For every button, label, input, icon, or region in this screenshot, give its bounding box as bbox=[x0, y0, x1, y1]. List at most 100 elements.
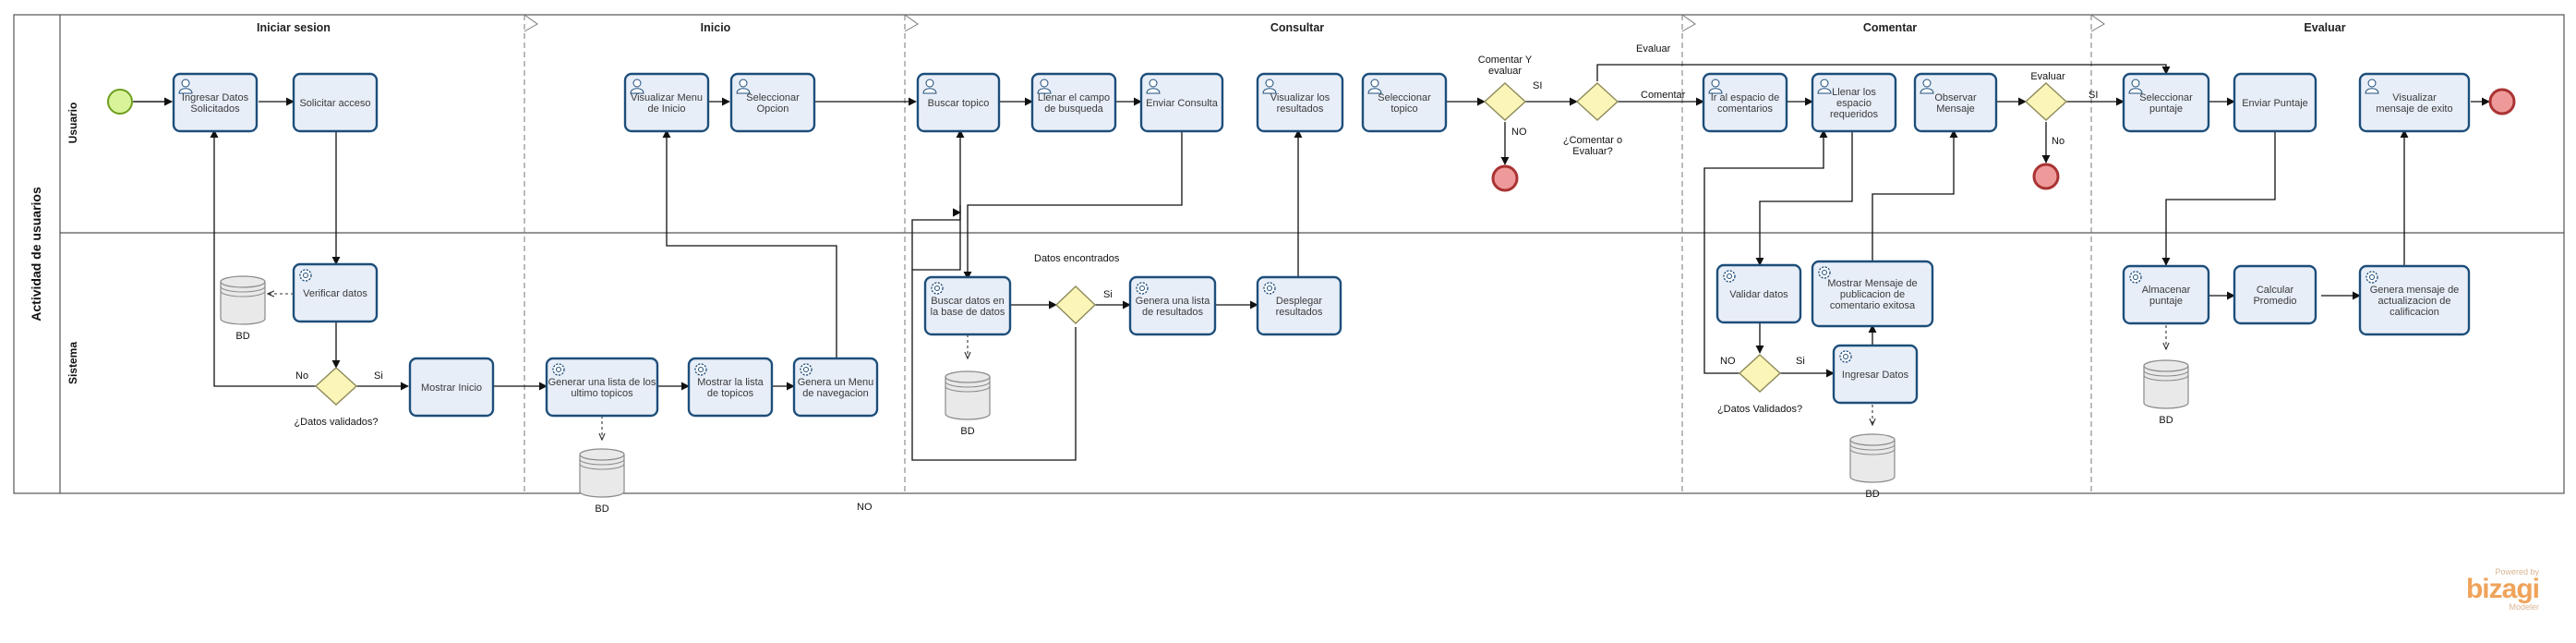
gateway-label: Evaluar? bbox=[1572, 146, 1612, 157]
task-buscar-topico[interactable]: Buscar topico bbox=[916, 72, 1001, 133]
task-label: Llenar los bbox=[1832, 87, 1876, 98]
task-label: Mostrar Mensaje de bbox=[1827, 278, 1917, 289]
service-task-icon bbox=[1723, 270, 1736, 283]
data-store: BD bbox=[2143, 359, 2189, 426]
task-label: publicacion de bbox=[1840, 289, 1905, 300]
task-label: Seleccionar bbox=[1378, 92, 1431, 103]
user-task-icon bbox=[2128, 79, 2143, 94]
user-task-icon bbox=[1262, 79, 1277, 94]
task-label: de Inicio bbox=[648, 103, 686, 115]
task-label: Enviar Puntaje bbox=[2242, 98, 2308, 109]
lane-sistema: Sistema bbox=[66, 342, 79, 384]
start-event[interactable] bbox=[107, 89, 133, 115]
phase-inicio: Inicio bbox=[701, 21, 731, 34]
task-mostrar-inicio[interactable]: Mostrar Inicio bbox=[408, 357, 495, 418]
end-event-comentar[interactable] bbox=[2032, 163, 2060, 190]
task-label: de resultados bbox=[1142, 307, 1204, 318]
user-task-icon bbox=[1037, 79, 1052, 94]
task-label: mensaje de exito bbox=[2376, 103, 2452, 115]
gateway-comentar-o-evaluar[interactable]: ¿Comentar o Evaluar? bbox=[1563, 82, 1622, 157]
data-store-label: BD bbox=[235, 331, 249, 342]
phase-consultar: Consultar bbox=[1270, 21, 1324, 34]
gateway-label: ¿Datos validados? bbox=[294, 417, 378, 428]
task-label: Mensaje bbox=[1936, 103, 1975, 115]
flow-label-si: Si bbox=[1796, 356, 1805, 367]
phase-evaluar: Evaluar bbox=[2304, 21, 2345, 34]
end-event-consultar[interactable] bbox=[1491, 164, 1519, 192]
task-validar-datos[interactable]: Validar datos bbox=[1715, 263, 1802, 324]
associations bbox=[268, 294, 2166, 440]
service-task-icon bbox=[1839, 350, 1852, 363]
flow-label-datos-encontrados: Datos encontrados bbox=[1034, 253, 1120, 264]
gateway-datos-encontrados[interactable] bbox=[1054, 285, 1097, 324]
data-store-label: BD bbox=[1865, 489, 1879, 500]
task-label: Seleccionar bbox=[746, 92, 800, 103]
gateway-datos-validados[interactable]: ¿Datos validados? bbox=[294, 367, 379, 428]
flow-label-no-bottom: NO bbox=[857, 502, 873, 513]
service-task-icon bbox=[2129, 271, 2142, 284]
task-ingresar-datos[interactable]: Ingresar Datos bbox=[1832, 344, 1919, 405]
service-task-icon bbox=[1818, 266, 1831, 279]
task-label: Visualizar los bbox=[1270, 92, 1330, 103]
task-label: Visualizar Menu bbox=[631, 92, 703, 103]
task-label: Buscar datos en bbox=[931, 296, 1005, 307]
task-enviar-consulta[interactable]: Enviar Consulta bbox=[1139, 72, 1224, 133]
task-label: Ingresar Datos bbox=[182, 92, 249, 103]
data-store-label: BD bbox=[960, 426, 974, 437]
gateway-datos-validados-comentar[interactable]: ¿Datos Validados? bbox=[1717, 354, 1802, 415]
task-label: Genera mensaje de bbox=[2370, 285, 2460, 296]
service-task-icon bbox=[1136, 282, 1149, 295]
gateway-evaluar[interactable]: Evaluar bbox=[2024, 71, 2068, 121]
end-event-evaluar[interactable] bbox=[2488, 88, 2516, 115]
user-task-icon bbox=[1708, 79, 1723, 94]
gateway-label: ¿Comentar o bbox=[1563, 135, 1622, 146]
task-label: Observar bbox=[1934, 92, 1977, 103]
task-label: Seleccionar bbox=[2139, 92, 2193, 103]
brand-name: bizagi bbox=[2465, 574, 2540, 604]
gateway-label: Evaluar bbox=[2030, 71, 2065, 82]
user-task-icon bbox=[1146, 79, 1161, 94]
phase-separators bbox=[524, 14, 2105, 493]
task-verificar-datos[interactable]: Verificar datos bbox=[292, 262, 379, 323]
task-solicitar-acceso[interactable]: Solicitar acceso bbox=[292, 72, 379, 133]
data-store: BD bbox=[220, 275, 266, 342]
task-label: Verificar datos bbox=[303, 288, 367, 299]
flow-label-no-caps: NO bbox=[1511, 127, 1527, 138]
task-label: espacio bbox=[1836, 98, 1872, 109]
task-label: Almacenar bbox=[2142, 285, 2191, 296]
user-task-icon bbox=[1817, 79, 1832, 94]
task-label: Enviar Consulta bbox=[1146, 98, 1219, 109]
flow-label-si-caps: SI bbox=[2088, 90, 2098, 101]
data-store: BD bbox=[579, 448, 625, 515]
task-label: de busqueda bbox=[1044, 103, 1103, 115]
gateway-comentar-y-evaluar[interactable]: Comentar Y evaluar bbox=[1478, 55, 1533, 121]
flow-label-si: Si bbox=[374, 370, 383, 382]
user-task-icon bbox=[1920, 79, 1934, 94]
user-task-icon bbox=[2365, 79, 2379, 94]
flow-label-no: No bbox=[295, 370, 308, 382]
task-label: calificacion bbox=[2389, 307, 2439, 318]
phase-iniciar-sesion: Iniciar sesion bbox=[257, 21, 331, 34]
task-enviar-puntaje[interactable]: Enviar Puntaje bbox=[2233, 72, 2317, 133]
